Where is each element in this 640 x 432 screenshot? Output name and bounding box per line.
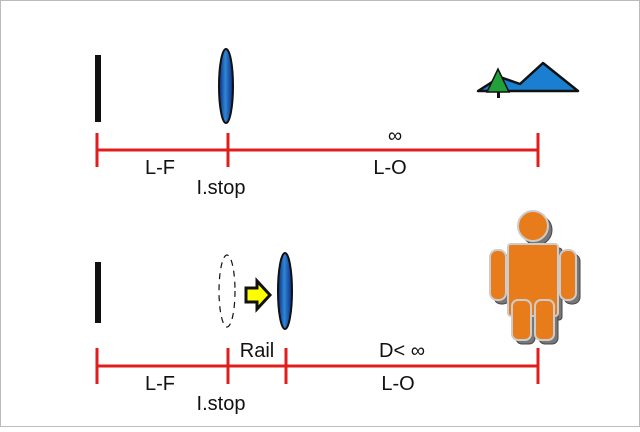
arrow-right-icon: [244, 277, 273, 313]
distance-label: D< ∞: [379, 340, 425, 362]
landscape-icon: [476, 61, 580, 98]
lf-label: L-F: [145, 157, 175, 179]
bottom-axis: [95, 348, 540, 384]
lens-icon: [218, 48, 234, 124]
lo-label: L-O: [373, 157, 406, 179]
istop-label: I.stop: [197, 177, 246, 199]
lo-label: L-O: [381, 373, 414, 395]
sensor-icon: [95, 262, 101, 323]
rail-label: Rail: [240, 340, 274, 362]
sensor-icon: [95, 55, 101, 122]
top-axis: [95, 133, 540, 167]
previous-lens-position-icon: [218, 254, 236, 328]
distance-label: ∞: [388, 125, 402, 147]
lens-icon: [277, 252, 293, 330]
istop-label: I.stop: [197, 393, 246, 415]
lf-label: L-F: [145, 373, 175, 395]
person-icon: [489, 210, 581, 345]
